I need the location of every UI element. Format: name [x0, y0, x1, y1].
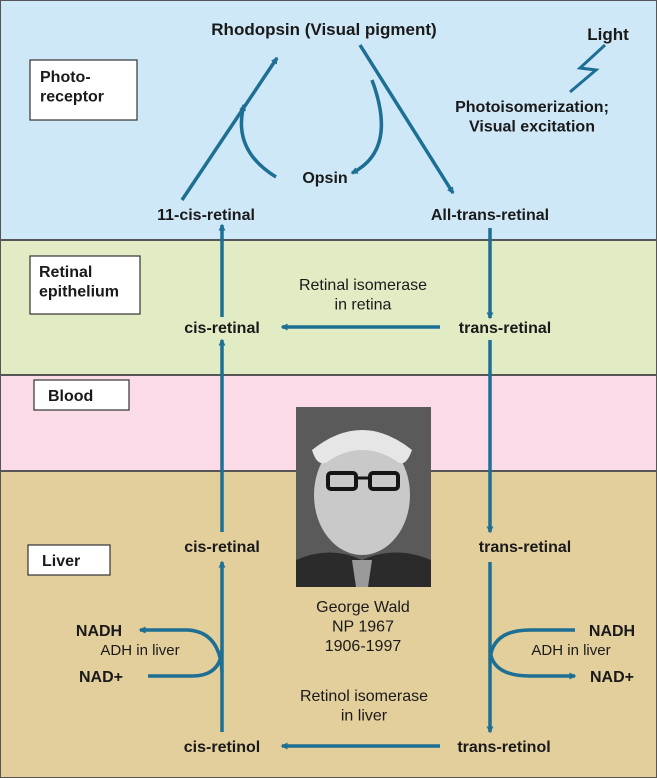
arrow-adh-right-nad — [488, 649, 577, 680]
node-opsin: Opsin — [302, 170, 347, 187]
enzyme-adh-left: ADH in liver — [100, 642, 179, 659]
light-zigzag-icon — [569, 43, 607, 94]
node-nad-left: NAD+ — [79, 669, 123, 686]
arrow-rhodopsin-to-opsin — [350, 79, 384, 175]
node-nad-right: NAD+ — [590, 669, 634, 686]
node-light: Light — [587, 25, 629, 44]
zone-blood-text: Blood — [48, 388, 93, 405]
node-nadh-left: NADH — [76, 623, 122, 640]
zone-photoreceptor-text: Photo-receptor — [40, 69, 104, 106]
node-cis-retinol: cis-retinol — [184, 739, 260, 756]
zone-label-blood: Blood — [33, 379, 130, 411]
arrow-11cis-to-rhodopsin — [180, 56, 279, 201]
flow-arrows — [138, 44, 577, 750]
node-cis-retinal-liver: cis-retinal — [184, 539, 260, 556]
node-11-cis-retinal: 11-cis-retinal — [157, 207, 255, 224]
arrow-adh-left-nadh — [138, 626, 224, 673]
zone-liver-text: Liver — [42, 553, 80, 570]
node-trans-retinol: trans-retinol — [457, 739, 550, 756]
node-all-trans-retinal: All-trans-retinal — [431, 207, 549, 224]
arrow-rhodopsin-to-all-trans — [358, 44, 455, 195]
node-trans-retinal-liver: trans-retinal — [479, 539, 571, 556]
arrow-opsin-to-rhodopsin — [239, 103, 277, 179]
zone-label-liver: Liver — [27, 544, 111, 576]
enzyme-adh-right: ADH in liver — [531, 642, 610, 659]
node-trans-retinal-epithelium: trans-retinal — [459, 320, 551, 337]
george-wald-portrait — [296, 407, 431, 587]
zone-label-photoreceptor: Photo-receptor — [29, 59, 138, 121]
node-nadh-right: NADH — [589, 623, 635, 640]
node-cis-retinal-epithelium: cis-retinal — [184, 320, 260, 337]
arrow-adh-left-nad — [148, 649, 224, 678]
node-rhodopsin: Rhodopsin (Visual pigment) — [211, 20, 436, 39]
node-photoisomerization: Photoisomerization;Visual excitation — [455, 99, 609, 136]
